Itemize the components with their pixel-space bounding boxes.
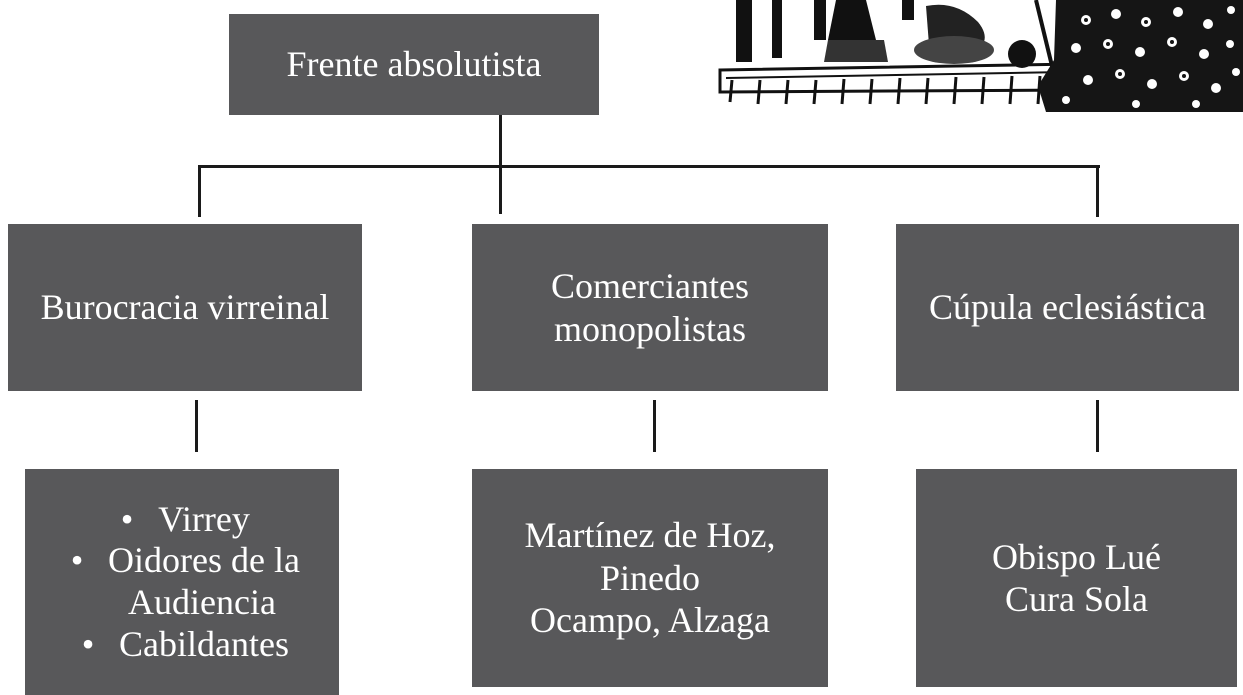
connector-horizontal (198, 165, 1100, 168)
list-item: Audiencia (128, 582, 276, 622)
root-label: Frente absolutista (286, 44, 542, 85)
list-item: •Virrey (64, 499, 300, 541)
member-name: Pinedo (599, 557, 700, 598)
historical-engraving-icon (716, 0, 1243, 112)
bullet-icon: • (81, 623, 95, 664)
list-item: •Cabildantes (64, 624, 300, 666)
connector-right-down (1096, 165, 1099, 217)
member-name: Cura Sola (1005, 579, 1148, 619)
members-burocracia: •Virrey •Oidores de la Audiencia •Cabild… (25, 469, 339, 695)
connector-root-down (499, 115, 502, 214)
members-comerciantes: Martínez de Hoz, Pinedo Ocampo, Alzaga (472, 469, 828, 687)
branch-header-label: monopolistas (553, 308, 746, 349)
root-node: Frente absolutista (229, 14, 599, 115)
connector-branch-1 (195, 400, 198, 452)
bullet-icon: • (120, 498, 134, 539)
bullet-icon: • (70, 540, 84, 581)
connector-left-down (198, 165, 201, 217)
branch-header-cupula: Cúpula eclesiástica (896, 224, 1239, 391)
branch-header-comerciantes: Comerciantes monopolistas (472, 224, 828, 391)
list-item: •Oidores de la (64, 540, 300, 582)
branch-header-label: Comerciantes (551, 266, 749, 307)
member-name: Obispo Lué (992, 536, 1161, 577)
member-name: Ocampo, Alzaga (530, 600, 770, 641)
members-cupula: Obispo Lué Cura Sola (916, 469, 1237, 687)
member-list: •Virrey •Oidores de la Audiencia •Cabild… (64, 499, 300, 666)
member-name: Martínez de Hoz, (524, 515, 776, 556)
branch-header-burocracia: Burocracia virreinal (8, 224, 362, 391)
connector-branch-3 (1096, 400, 1099, 452)
connector-branch-2 (653, 400, 656, 452)
branch-header-label: Cúpula eclesiástica (929, 287, 1206, 328)
branch-header-label: Burocracia virreinal (40, 287, 330, 328)
